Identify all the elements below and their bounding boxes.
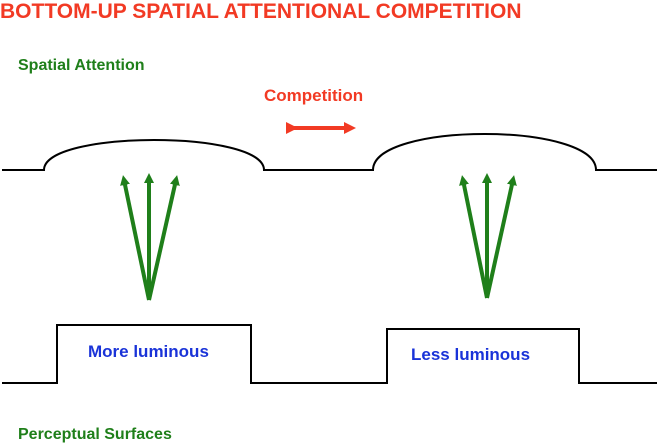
left-arrow-left <box>120 175 151 301</box>
right-arrow-right <box>485 175 517 299</box>
spatial-attention-curve <box>2 133 657 171</box>
less-luminous-label: Less luminous <box>411 345 531 364</box>
right-arrow-left <box>459 175 489 299</box>
competition-label: Competition <box>264 86 364 105</box>
right-arrow-fan <box>459 173 517 299</box>
left-arrow-fan <box>120 173 180 301</box>
spatial-attention-label: Spatial Attention <box>18 57 145 74</box>
more-luminous-label: More luminous <box>88 342 209 361</box>
perceptual-surfaces-line <box>2 324 657 384</box>
perceptual-surfaces-label: Perceptual Surfaces <box>18 426 172 443</box>
diagram-title: BOTTOM-UP SPATIAL ATTENTIONAL COMPETITIO… <box>0 0 522 23</box>
left-arrow-right <box>147 175 180 301</box>
